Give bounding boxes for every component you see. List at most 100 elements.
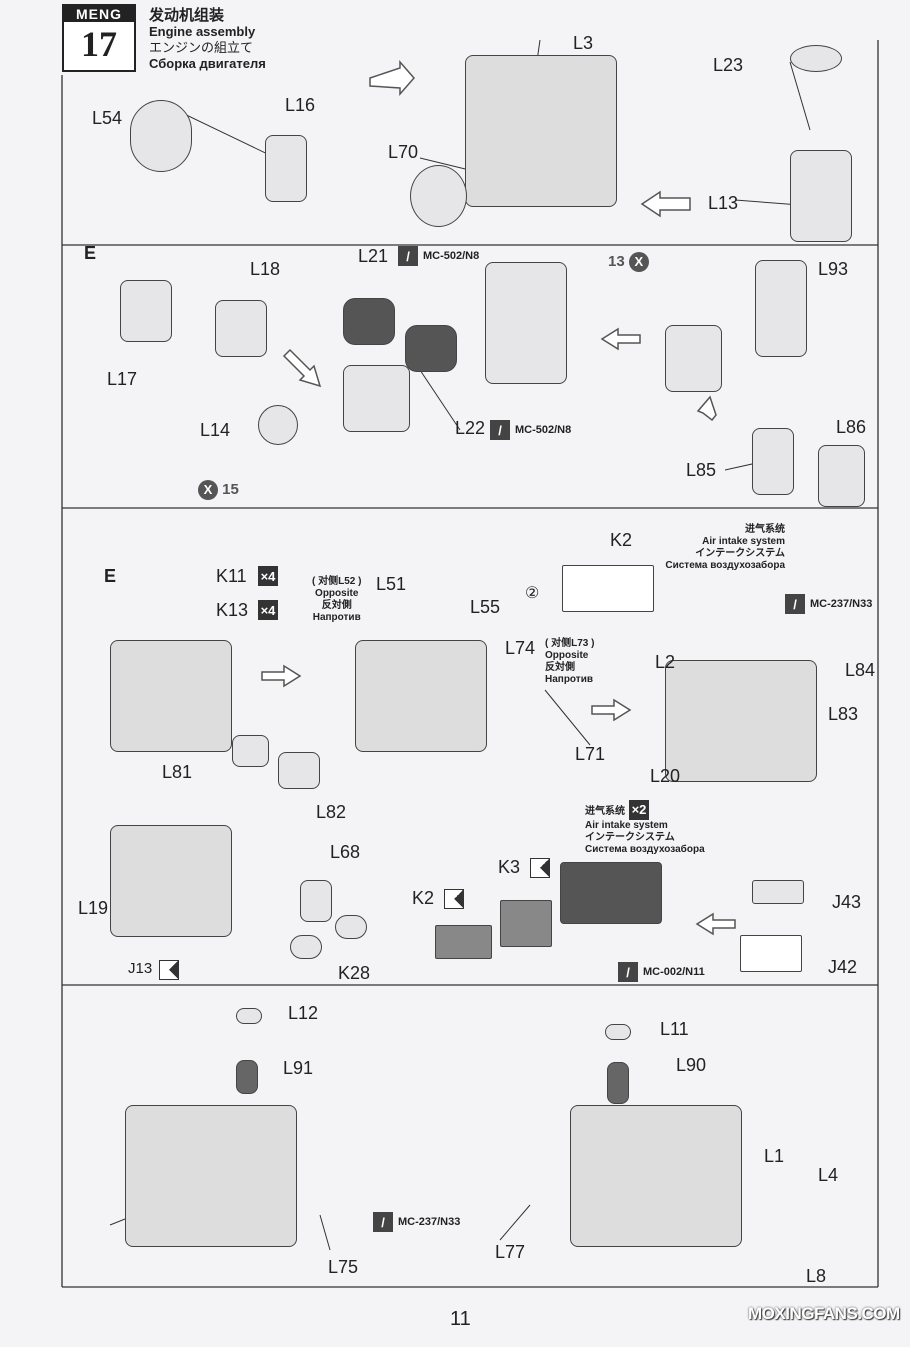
- part-label: L86: [836, 417, 867, 437]
- part-label: L93: [818, 259, 849, 279]
- note-ja: 反対側: [545, 662, 575, 673]
- decal-number: 13: [608, 253, 625, 270]
- engine-drawing: [570, 1105, 742, 1247]
- part-drawing: [605, 1024, 631, 1040]
- part-label: L71: [575, 744, 606, 764]
- paint-code: MC-502/N8: [515, 424, 572, 436]
- part-label: K2: [412, 888, 435, 908]
- part-label: L1: [764, 1146, 785, 1166]
- paint-brush-icon: /: [618, 962, 638, 982]
- part-label: L83: [828, 704, 859, 724]
- part-label: L16: [285, 95, 316, 115]
- engine-drawing: [465, 55, 617, 207]
- part-drawing: [236, 1008, 262, 1024]
- part-drawing: [236, 1060, 258, 1094]
- part-label: L81: [162, 762, 193, 782]
- part-label: L82: [316, 802, 347, 822]
- part-drawing: [740, 935, 802, 972]
- engine-drawing: [355, 640, 487, 752]
- part-drawing: [752, 880, 804, 904]
- part-drawing: [290, 935, 322, 959]
- flip-icon: [444, 889, 464, 909]
- part-label: L74: [505, 638, 536, 658]
- note-ru: Напротив: [545, 674, 593, 685]
- part-label: L17: [107, 369, 138, 389]
- part-label: L70: [388, 142, 419, 162]
- title-ru: Сборка двигателя: [149, 56, 266, 71]
- engine-drawing: [110, 825, 232, 937]
- paint-code: MC-237/N33: [398, 1216, 461, 1228]
- part-label: J13: [128, 960, 153, 977]
- note-ja: インテークシステム: [695, 548, 785, 559]
- decal-15: X 15: [198, 480, 239, 500]
- part-drawing: [818, 445, 865, 507]
- quantity-badge: ×4: [258, 600, 278, 620]
- step-badge: MENG 17: [62, 4, 136, 72]
- part-label: L14: [200, 420, 231, 440]
- part-drawing: [232, 735, 269, 767]
- part-drawing: [435, 925, 492, 959]
- step-number: 17: [81, 24, 117, 64]
- part-drawing: [485, 262, 567, 384]
- paint-callout: / MC-002/N11: [618, 962, 705, 982]
- part-drawing: [120, 280, 172, 342]
- paint-code: MC-237/N33: [810, 598, 873, 610]
- part-drawing: [755, 260, 807, 357]
- part-label: L2: [655, 652, 676, 672]
- part-label: L3: [573, 33, 594, 53]
- engine-drawing: [665, 660, 817, 782]
- title-ja: エンジンの組立て: [149, 40, 254, 55]
- part-drawing: [410, 165, 467, 227]
- part-label: J43: [832, 892, 862, 912]
- part-drawing: [607, 1062, 629, 1104]
- paint-code: MC-502/N8: [423, 250, 480, 262]
- part-label: K28: [338, 963, 371, 983]
- note-zh: ( 对侧L52 ): [312, 576, 362, 587]
- part-label: L20: [650, 766, 681, 786]
- part-label: L21: [358, 246, 389, 266]
- part-label: L85: [686, 460, 717, 480]
- part-label: L11: [660, 1019, 689, 1039]
- paint-code: MC-002/N11: [643, 966, 705, 978]
- note-en: Air intake system: [585, 820, 668, 831]
- paint-brush-icon: /: [490, 420, 510, 440]
- part-label: L18: [250, 259, 281, 279]
- note-ru: Напротив: [312, 612, 361, 623]
- part-label: L13: [708, 193, 739, 213]
- paint-callout: / MC-502/N8: [490, 420, 571, 440]
- section-label: E: [84, 243, 97, 263]
- note-ru: Система воздухозабора: [585, 844, 705, 855]
- part-drawing: [560, 862, 662, 924]
- title-zh: 发动机组装: [149, 7, 225, 24]
- note-ja: 反対側: [321, 600, 352, 611]
- note-zh: 进气系统: [585, 806, 625, 817]
- part-label: L68: [330, 842, 361, 862]
- paint-brush-icon: /: [398, 246, 418, 266]
- decal-13: 13 X: [608, 252, 649, 272]
- paint-brush-icon: /: [373, 1212, 393, 1232]
- paint-callout: / MC-237/N33: [373, 1212, 460, 1232]
- paint-callout: / MC-237/N33: [785, 594, 872, 614]
- part-drawing: [130, 100, 192, 172]
- brand-logo: MENG: [64, 6, 134, 22]
- part-label: L4: [818, 1165, 839, 1185]
- part-label: K3: [498, 857, 521, 877]
- decal-sheet: [562, 565, 654, 612]
- part-label: K2: [610, 530, 633, 550]
- part-drawing: [335, 915, 367, 939]
- part-label: L54: [92, 108, 123, 128]
- part-drawing: [278, 752, 320, 789]
- part-drawing: [215, 300, 267, 357]
- part-drawing: [790, 45, 842, 72]
- part-drawing: [300, 880, 332, 922]
- part-drawing: [405, 325, 457, 372]
- part-label: L12: [288, 1003, 319, 1023]
- paint-brush-icon: /: [785, 594, 805, 614]
- watermark: MOXINGFANS.COM: [748, 1304, 900, 1323]
- part-label: L90: [676, 1055, 707, 1075]
